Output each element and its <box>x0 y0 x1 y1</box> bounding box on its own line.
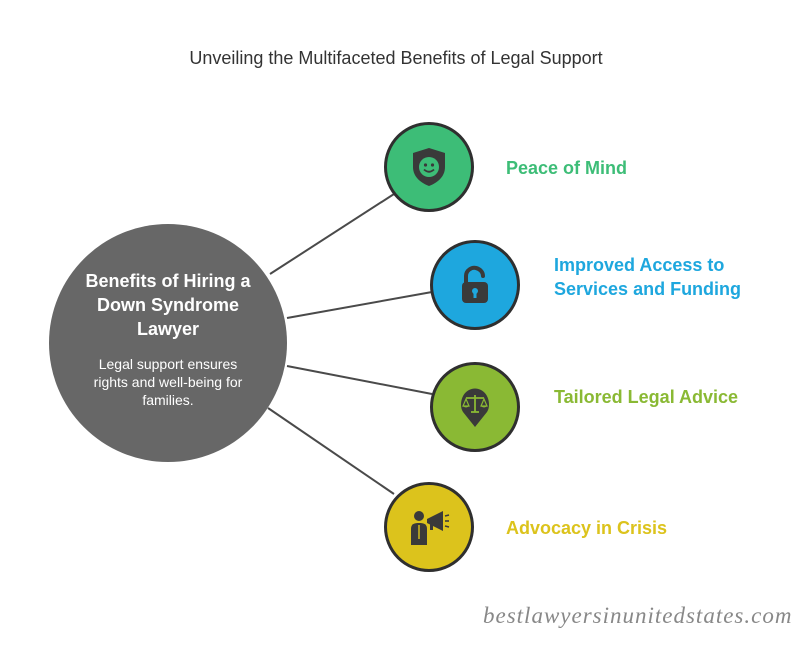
hub-title: Benefits of Hiring a Down Syndrome Lawye… <box>85 271 251 339</box>
diagram-title: Unveiling the Multifaceted Benefits of L… <box>189 48 603 68</box>
benefit-node-advocacy-in-crisis <box>384 482 474 572</box>
connector-line-advocacy <box>267 407 395 495</box>
benefit-node-peace-of-mind <box>384 122 474 212</box>
watermark: bestlawyersinunitedstates.com <box>483 603 792 628</box>
hub-subtitle: Legal support ensures rights and well-be… <box>93 356 243 408</box>
benefit-node-improved-access <box>430 240 520 330</box>
benefit-label-improved-access: Improved Access to Services and Funding <box>554 255 742 299</box>
benefit-label-advocacy-in-crisis: Advocacy in Crisis <box>506 518 668 538</box>
connector-line-advice <box>286 365 433 395</box>
scales-of-justice-icon <box>461 388 489 427</box>
benefit-label-peace-of-mind: Peace of Mind <box>506 158 628 178</box>
connector-line-peace <box>269 193 395 275</box>
person-megaphone-icon <box>411 511 450 545</box>
shield-face-icon <box>413 148 445 186</box>
central-hub: Benefits of Hiring a Down Syndrome Lawye… <box>49 224 287 462</box>
benefit-label-tailored-advice: Tailored Legal Advice <box>554 387 739 407</box>
connector-line-access <box>286 291 433 319</box>
benefit-node-tailored-advice <box>430 362 520 452</box>
unlocked-padlock-icon <box>462 265 488 303</box>
